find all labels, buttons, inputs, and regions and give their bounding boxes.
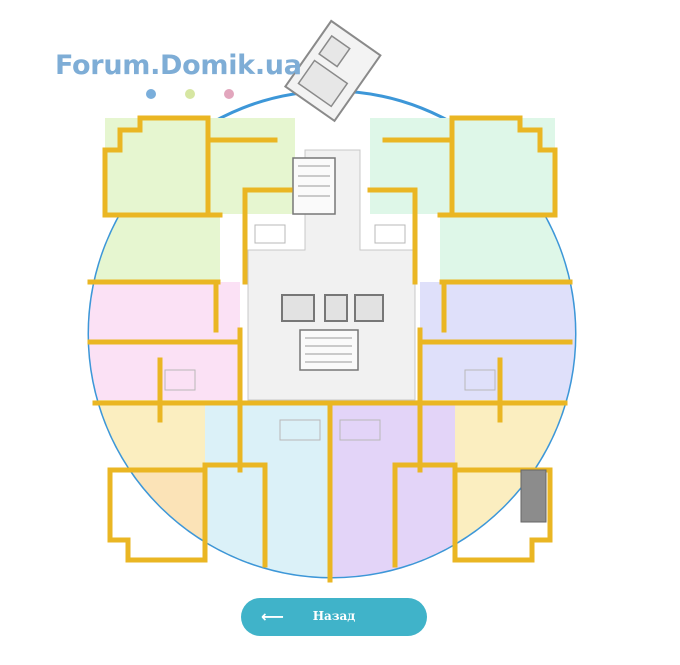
apartment-left-upper[interactable]: [80, 210, 220, 282]
apartment-top-left-wing[interactable]: [105, 118, 295, 214]
logo: Forum.Domik.ua: [55, 50, 302, 81]
arrow-left-icon: ⟵: [261, 607, 284, 626]
ventilation-shaft: [520, 469, 547, 523]
elevator-1: [281, 294, 315, 322]
elevator-2: [324, 294, 348, 322]
floor-plan: [80, 19, 577, 583]
back-button[interactable]: ⟵ Назад: [241, 598, 427, 636]
back-button-label: Назад: [312, 609, 356, 623]
stair-core: [247, 149, 416, 401]
logo-dot-blue: [146, 89, 156, 99]
logo-dot-pink: [224, 89, 234, 99]
walls: [87, 115, 573, 583]
interior-details: [164, 224, 496, 441]
elevator-3: [354, 294, 384, 322]
logo-dots: [146, 89, 234, 99]
logo-dot-green: [185, 89, 195, 99]
stairwell: [299, 329, 359, 371]
top-tower: [283, 19, 382, 123]
apartment-top-right-wing[interactable]: [370, 118, 555, 214]
